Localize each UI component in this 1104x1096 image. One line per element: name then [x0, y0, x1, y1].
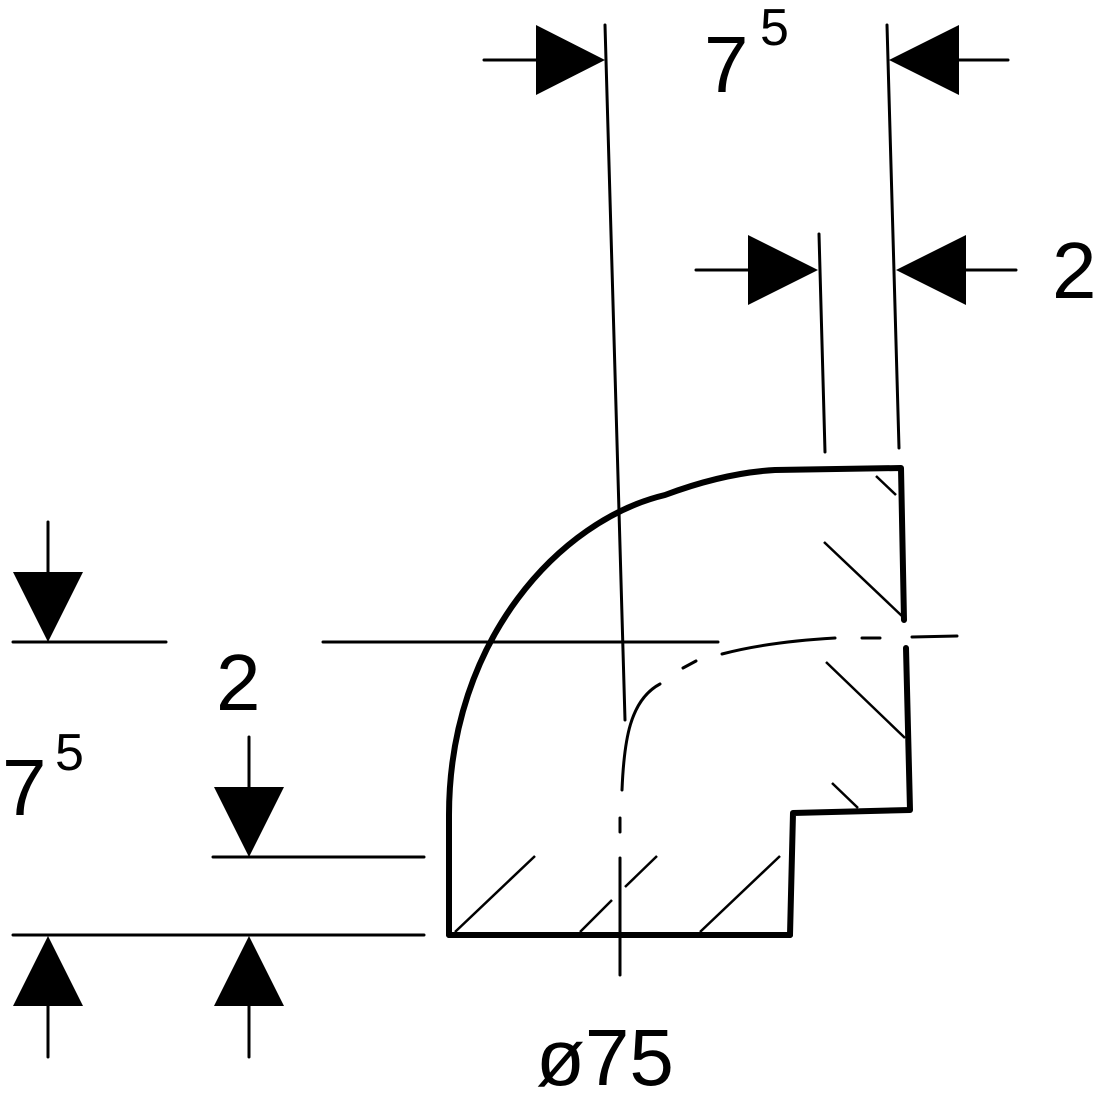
dim-top-outer-sup: 5 — [760, 0, 789, 57]
section-hatching — [454, 475, 906, 933]
center-line — [618, 634, 959, 977]
elbow-outline — [446, 465, 913, 938]
diameter-label: ø75 — [536, 1013, 674, 1096]
dim-top-outer: 7 5 — [482, 0, 1010, 722]
dim-side-outer-sup: 5 — [55, 724, 84, 782]
dim-top-outer-label: 7 — [704, 20, 749, 109]
dim-top-wall-label: 2 — [1052, 226, 1097, 315]
dim-side-wall-label: 2 — [216, 638, 261, 727]
dim-side: 2 7 5 — [2, 520, 720, 1059]
dim-top-wall: 2 — [694, 226, 1097, 454]
dim-side-outer-label: 7 — [2, 743, 47, 832]
